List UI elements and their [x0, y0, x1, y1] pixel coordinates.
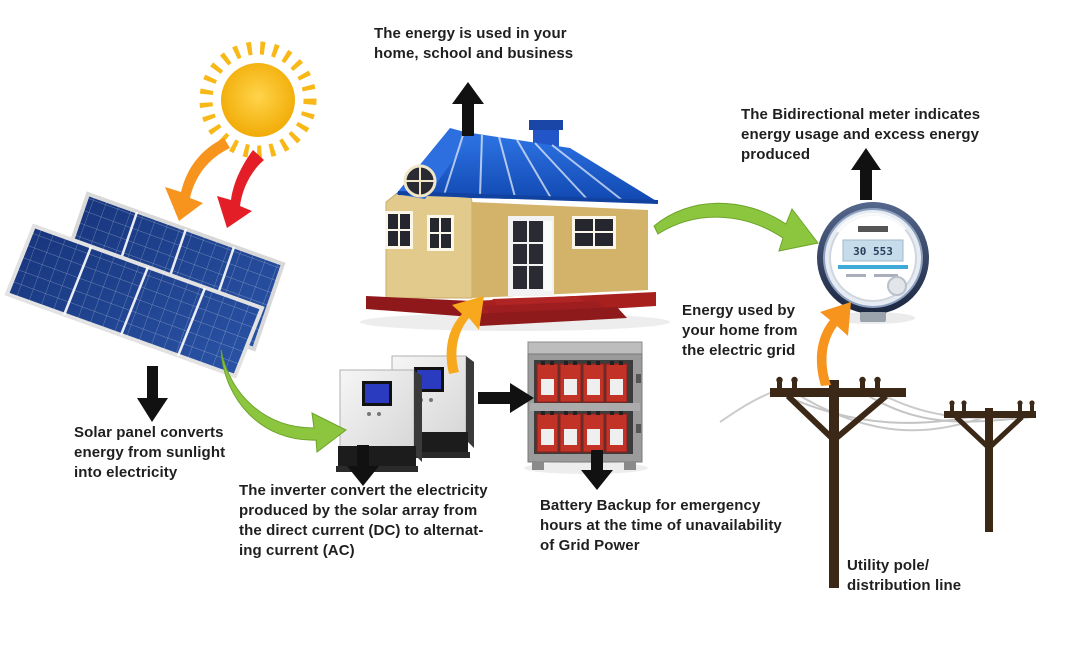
arrow-sun-to-panel-red	[217, 150, 264, 228]
arrow-battery-down	[581, 450, 613, 490]
house-icon	[360, 120, 670, 331]
label-utility-pole: Utility pole/ distribution line	[847, 557, 962, 594]
utility-pole-icon	[719, 376, 1036, 588]
label-solar-panel: Solar panel converts energy from sunligh…	[74, 424, 226, 481]
arrow-house-to-meter	[653, 202, 819, 252]
label-inverter: The inverter convert the electricity pro…	[239, 482, 488, 559]
arrow-inverter-to-battery	[478, 383, 534, 413]
label-battery: Battery Backup for emergency hours at th…	[540, 497, 782, 554]
arrow-meter-up	[851, 148, 881, 200]
bidirectional-meter-icon: 30 553	[817, 202, 929, 324]
meter-reading: 30 553	[853, 245, 893, 258]
label-bidirectional-meter: The Bidirectional meter indicates energy…	[741, 106, 981, 163]
arrow-grid-to-meter	[816, 302, 851, 386]
label-house-usage: The energy is used in your home, school …	[374, 25, 574, 62]
battery-bank-icon	[524, 341, 648, 474]
arrow-panel-down	[137, 366, 168, 422]
arrow-sun-to-panel-orange	[165, 138, 230, 221]
label-grid-energy: Energy used by your home from the electr…	[682, 302, 798, 359]
arrow-inverter-down	[347, 445, 379, 486]
solar-panel-icon	[4, 191, 286, 379]
inverter-icon	[336, 355, 474, 472]
sun-icon	[199, 41, 317, 159]
arrow-panel-to-inverter	[220, 349, 347, 453]
arrow-inverter-to-house	[446, 296, 484, 374]
arrow-house-up	[452, 82, 484, 136]
